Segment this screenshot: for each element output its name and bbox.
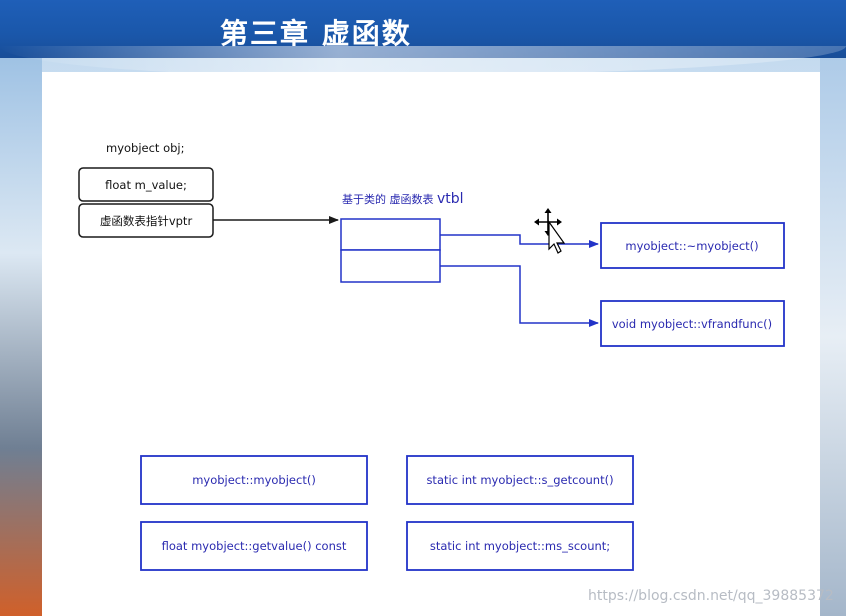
member-box: static int myobject::ms_scount;: [406, 521, 634, 571]
object-field-label: 虚函数表指针vptr: [100, 214, 193, 228]
vtbl-slot: [340, 218, 441, 251]
vtbl-slot: [340, 249, 441, 283]
object-field-label: float m_value;: [105, 178, 187, 192]
vtbl-label: 基于类的 虚函数表 vtbl: [342, 191, 464, 207]
member-label: myobject::myobject(): [192, 473, 316, 487]
vtbl-connector-arrow: [440, 265, 599, 327]
member-box: myobject::myobject(): [140, 455, 368, 505]
slide-title: 第三章 虚函数: [220, 17, 412, 50]
member-label: static int myobject::ms_scount;: [430, 539, 610, 553]
virtual-function-label: void myobject::vfrandfunc(): [612, 317, 772, 331]
watermark: https://blog.csdn.net/qq_39885372: [588, 588, 834, 604]
background-right-photo: [820, 58, 846, 616]
vtbl-connector-arrow: [440, 234, 599, 248]
object-label: myobject obj;: [106, 141, 185, 155]
member-label: float myobject::getvalue() const: [162, 539, 347, 553]
object-field-box: float m_value;: [78, 167, 214, 202]
virtual-function-label: myobject::~myobject(): [625, 239, 758, 253]
object-field-box: 虚函数表指针vptr: [78, 203, 214, 238]
virtual-function-box: myobject::~myobject(): [600, 222, 785, 269]
vtbl-label-prefix: 基于类的 虚函数表: [342, 192, 437, 206]
member-box: static int myobject::s_getcount(): [406, 455, 634, 505]
move-cursor-icon: [534, 208, 566, 254]
background-left-photo: [0, 58, 42, 616]
member-box: float myobject::getvalue() const: [140, 521, 368, 571]
member-label: static int myobject::s_getcount(): [426, 473, 613, 487]
virtual-function-box: void myobject::vfrandfunc(): [600, 300, 785, 347]
vtbl-label-suffix: vtbl: [437, 191, 464, 207]
